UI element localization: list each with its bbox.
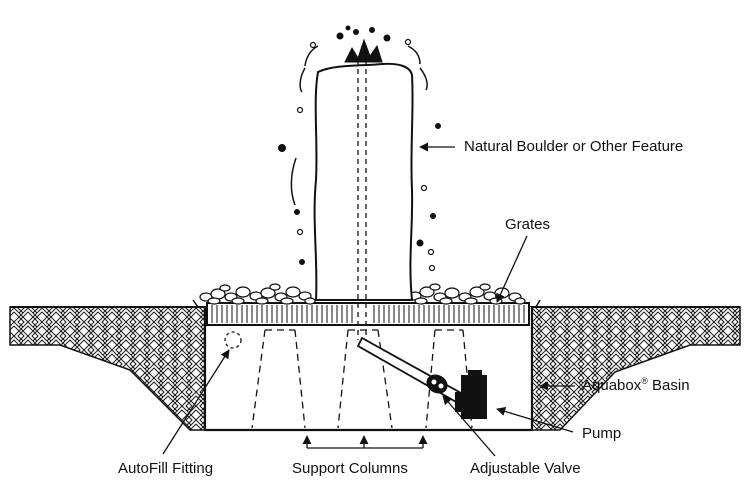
water-splash <box>278 25 441 272</box>
label-grates: Grates <box>505 216 551 233</box>
adjustable-valve <box>426 374 448 394</box>
label-pump: Pump <box>582 425 622 442</box>
autofill-arrow <box>162 349 230 455</box>
pump <box>455 370 487 419</box>
label-autofill-fitting: AutoFill Fitting <box>118 460 214 477</box>
label-support-columns: Support Columns <box>292 460 408 477</box>
boulder <box>313 62 414 301</box>
label-natural-boulder: Natural Boulder or Other Feature <box>464 138 684 155</box>
callout-arrows <box>162 142 575 457</box>
label-aquabox-basin: Aquabox® Basin <box>582 377 690 395</box>
autofill-fitting <box>224 331 242 349</box>
label-adjustable-valve: Adjustable Valve <box>470 460 581 477</box>
label-aquabox: Aquabox <box>582 377 642 394</box>
grates <box>206 302 530 326</box>
registered-mark: ® <box>641 376 648 386</box>
grates-arrow <box>496 235 528 303</box>
label-basin: Basin <box>647 377 690 394</box>
fountain-pipe <box>357 60 367 340</box>
pump-arrow <box>496 407 574 433</box>
valve-arrow <box>442 395 496 457</box>
